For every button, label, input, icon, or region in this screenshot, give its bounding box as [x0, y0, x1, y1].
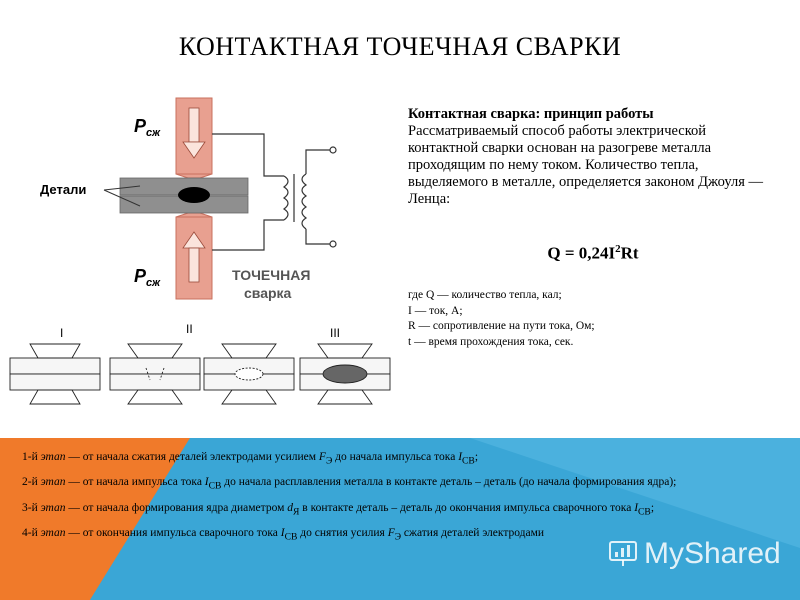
stage-item-4: 4-й этап — от окончания импульса сварочн…	[22, 526, 545, 543]
stage-drawing-2	[109, 343, 201, 405]
force-bottom-label: Рсж	[134, 266, 161, 289]
principle-heading: Контактная сварка: принцип работы	[408, 106, 654, 122]
watermark-text: MyShared	[644, 537, 781, 570]
myshared-watermark: MyShared	[608, 537, 781, 571]
panel-background	[0, 438, 800, 600]
parts-pointer-bottom	[103, 189, 141, 207]
upper-electrode-tip	[175, 173, 213, 179]
legend-item: R — сопротивление на пути тока, Ом;	[408, 320, 595, 332]
legend-item: где Q — количество тепла, кал;	[408, 289, 562, 301]
stage-label-1: I	[60, 326, 63, 340]
stage-item-3: 3-й этап — от начала формирования ядра д…	[22, 501, 655, 517]
joule-lenz-formula: Q = 0,24I2Rt	[547, 243, 639, 263]
stage-drawing-3	[203, 343, 295, 405]
force-top-label: Рсж	[134, 116, 161, 139]
legend-item: I — ток, А;	[408, 304, 463, 317]
stage-item-2: 2-й этап — от начала импульса тока IСВ д…	[22, 476, 677, 492]
lower-electrode-tip	[175, 212, 213, 218]
principle-text: Контактная сварка: принцип работы Рассма…	[408, 106, 778, 208]
stage-item-1: 1-й этап — от начала сжатия деталей элек…	[22, 451, 479, 467]
terminal-top	[329, 146, 337, 154]
presentation-icon	[609, 541, 637, 566]
force-arrow-up	[182, 231, 206, 283]
formula-legend: где Q — количество тепла, кал; I — ток, …	[408, 288, 595, 350]
stages-list: 1-й этап — от начала сжатия деталей элек…	[22, 450, 762, 551]
weld-nugget	[178, 187, 210, 203]
stage-drawing-4	[299, 343, 391, 405]
parts-pointer-top	[103, 185, 141, 191]
caption-line2: сварка	[244, 285, 292, 301]
stage-drawing-1	[9, 343, 101, 405]
spot-welding-diagram: Рсж Рсж Детали ТОЧЕЧНАЯ сварка I II III	[9, 97, 391, 405]
stages-panel: 1-й этап — от начала сжатия деталей элек…	[0, 438, 800, 600]
terminal-bottom	[329, 240, 337, 248]
slide-title: КОНТАКТНАЯ ТОЧЕЧНАЯ СВАРКИ	[178, 32, 622, 61]
circuit-wires	[212, 133, 330, 251]
stage-label-2: II	[186, 322, 193, 336]
stage-label-3: III	[330, 326, 340, 340]
caption-line1: ТОЧЕЧНАЯ	[232, 267, 310, 283]
legend-item: t — время прохождения тока, сек.	[408, 335, 574, 348]
parts-label: Детали	[40, 182, 86, 197]
force-arrow-down	[182, 107, 206, 159]
principle-body: Рассматриваемый способ работы электричес…	[408, 123, 763, 207]
